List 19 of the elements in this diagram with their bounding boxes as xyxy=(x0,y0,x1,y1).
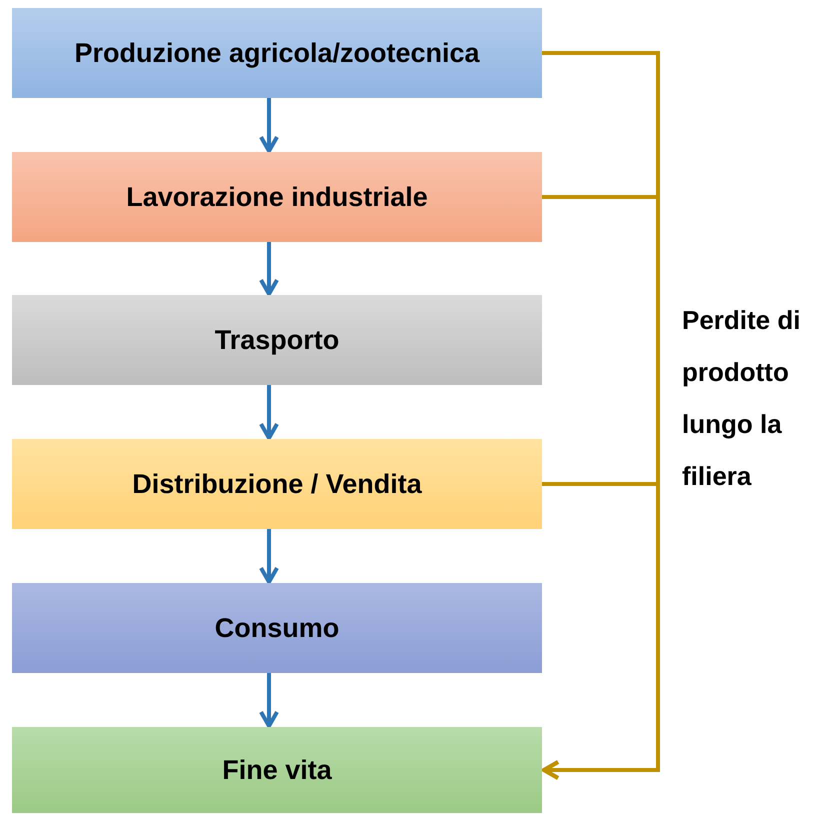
arrow xyxy=(259,385,279,440)
box-label: Lavorazione industriale xyxy=(126,182,428,212)
box-label: Consumo xyxy=(214,612,340,644)
box-label: Fine vita xyxy=(222,754,332,786)
process-box xyxy=(12,727,542,813)
process-box xyxy=(12,8,542,98)
note-text: Perdite di prodotto lungo la filiera xyxy=(682,304,802,493)
arrow xyxy=(259,98,279,153)
box-label: Distribuzione / Vendita xyxy=(132,468,422,500)
arrow xyxy=(259,673,279,728)
arrow xyxy=(259,529,279,584)
process-box xyxy=(12,583,542,673)
box-label: Trasporto xyxy=(214,324,340,356)
box-label: Produzione agricola/zootecnica xyxy=(74,38,480,68)
process-box xyxy=(12,439,542,529)
arrow xyxy=(259,242,279,296)
process-box xyxy=(12,152,542,242)
arrow xyxy=(542,482,660,780)
process-box xyxy=(12,295,542,385)
